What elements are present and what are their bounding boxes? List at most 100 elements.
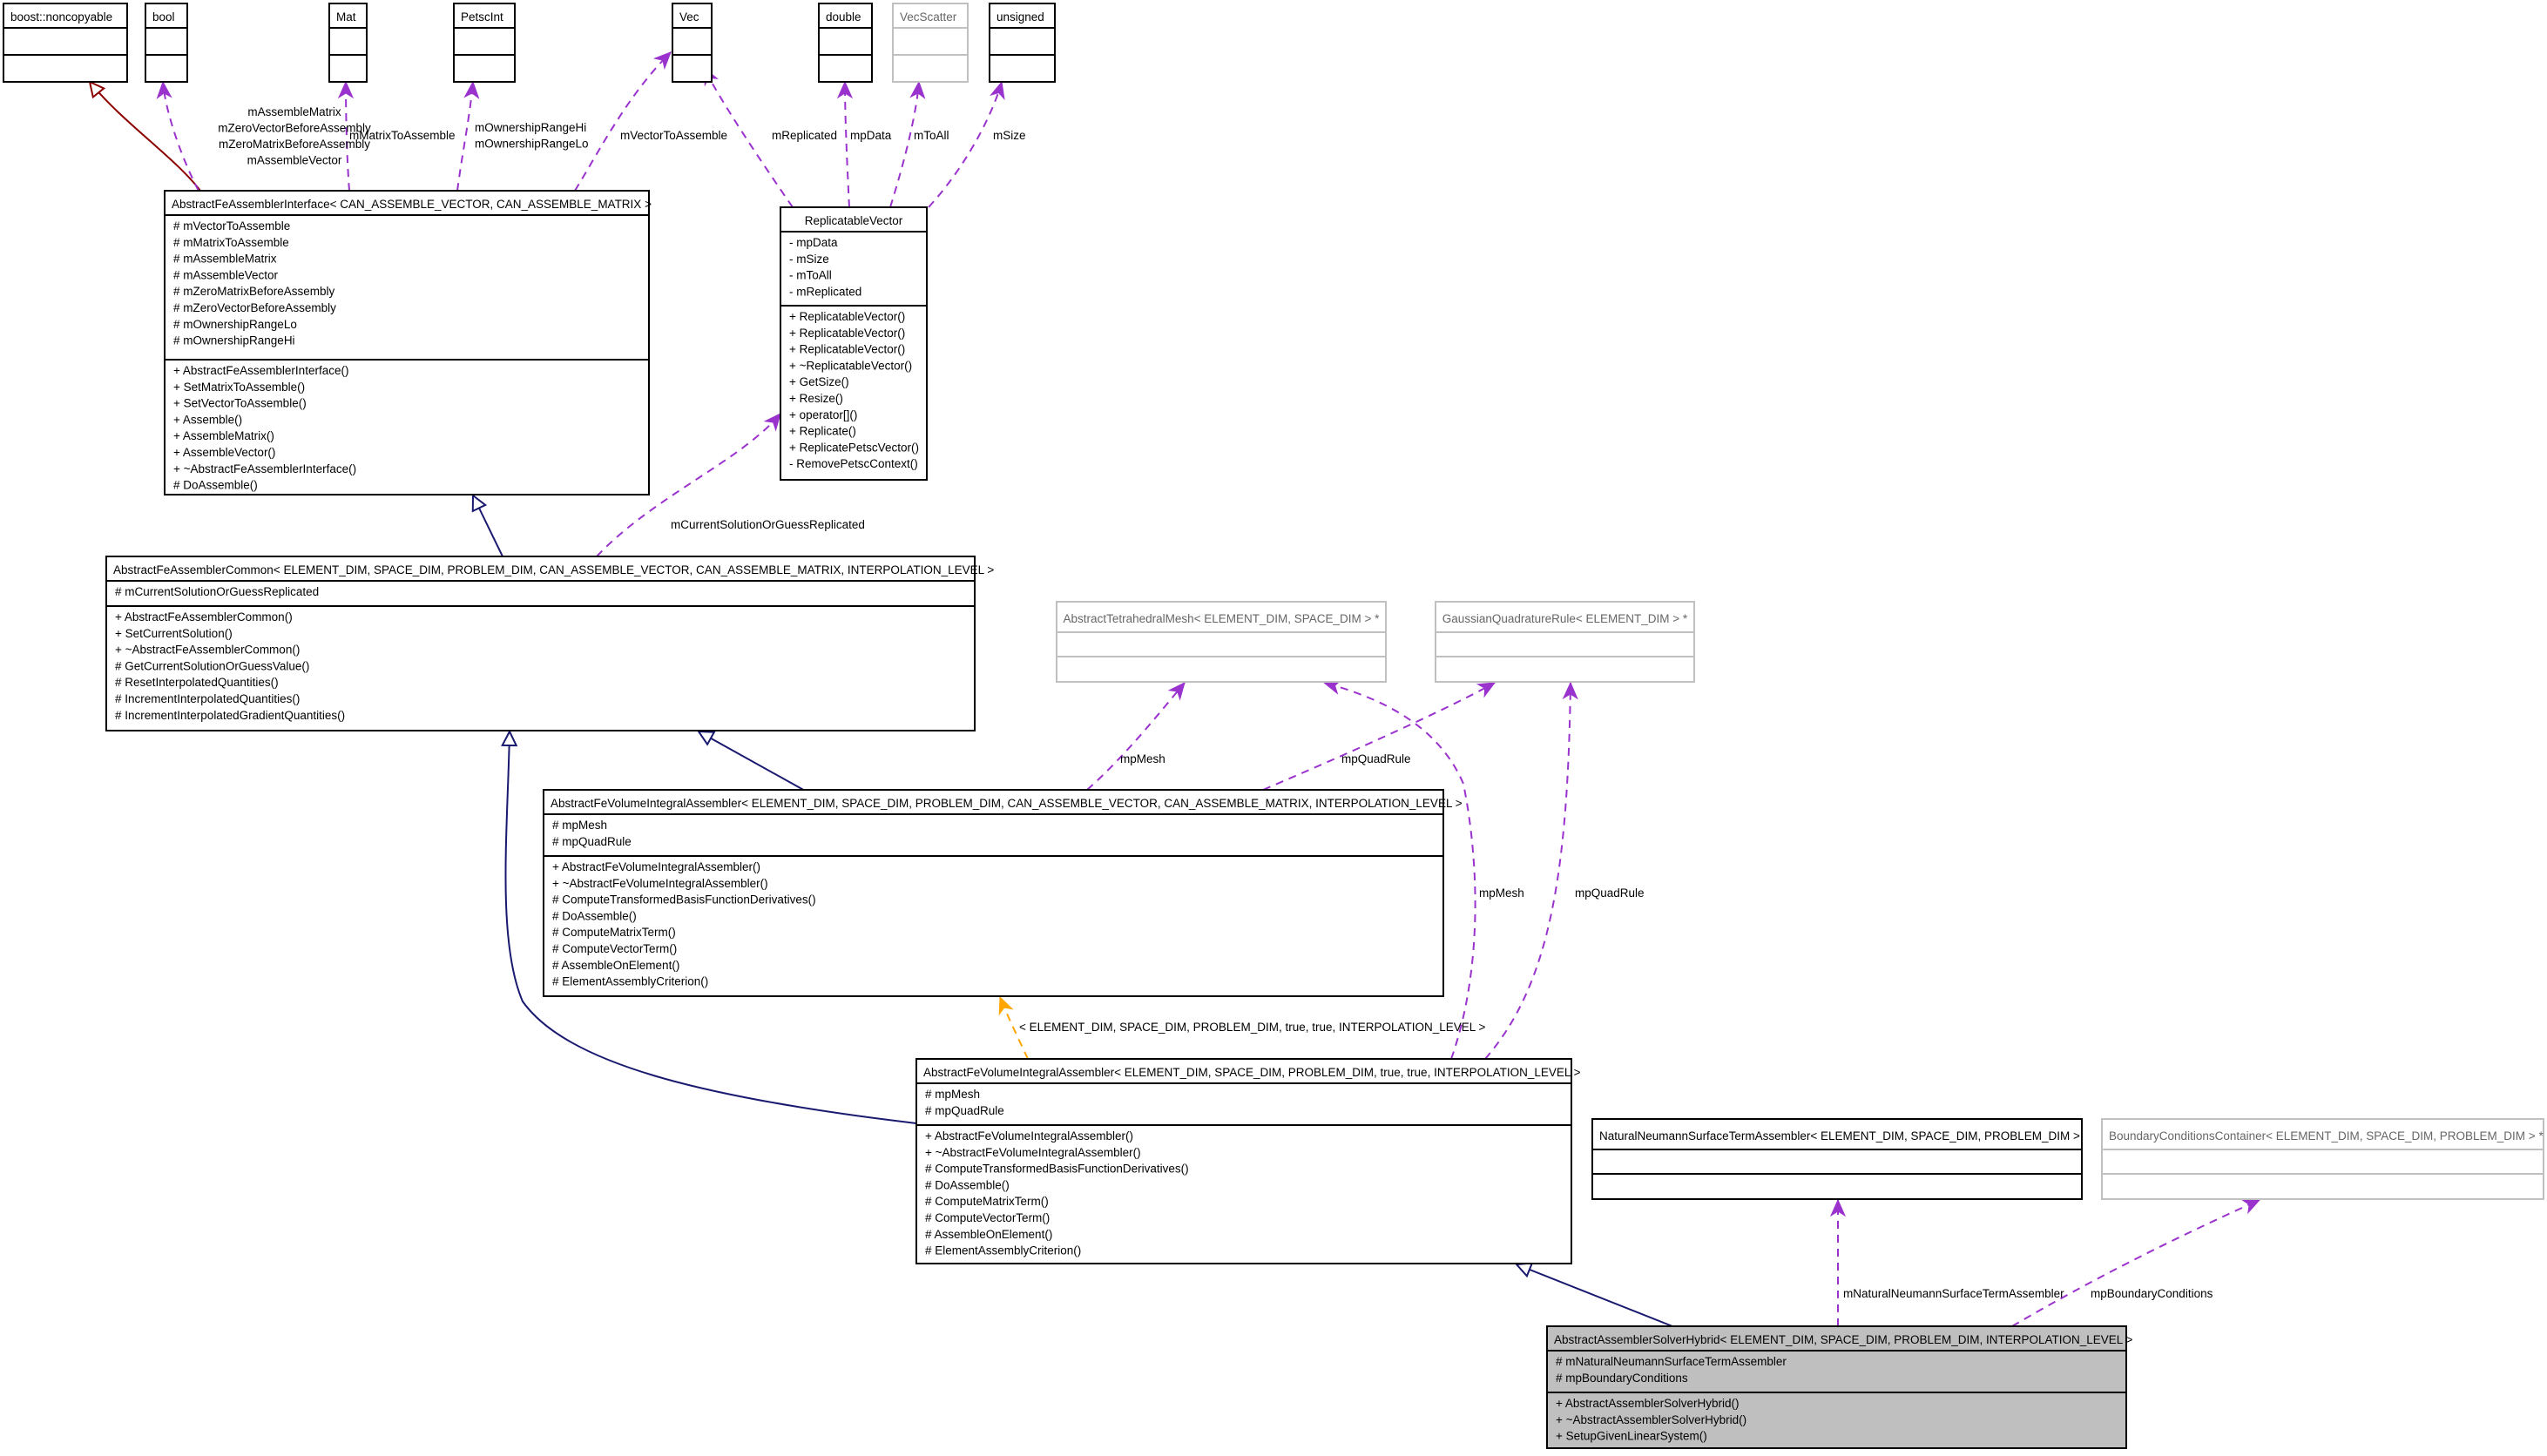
edge-label-interface-vec: mVectorToAssemble [620, 129, 727, 142]
edge-label-inst-mesh: mpMesh [1479, 886, 1524, 900]
class-attribute: # mpQuadRule [925, 1104, 1004, 1117]
edge-label-hybrid-bcc: mpBoundaryConditions [2091, 1287, 2213, 1300]
class-box-frame [2101, 1118, 2544, 1200]
class-method: + operator[]() [789, 408, 857, 421]
use-inst-quad [1484, 681, 1578, 1060]
class-method: + Replicate() [789, 425, 856, 438]
class-box-bcc[interactable]: BoundaryConditionsContainer< ELEMENT_DIM… [2101, 1118, 2544, 1200]
class-box-common[interactable]: AbstractFeAssemblerCommon< ELEMENT_DIM, … [105, 556, 994, 731]
class-box-frame [780, 206, 928, 481]
class-box-hybrid[interactable]: AbstractAssemblerSolverHybrid< ELEMENT_D… [1546, 1325, 2133, 1449]
class-method: + ReplicatePetscVector() [789, 441, 919, 454]
edge-label: mCurrentSolutionOrGuessReplicated [671, 518, 865, 531]
class-box-frame [1056, 601, 1387, 683]
class-method: # AssembleOnElement() [552, 959, 679, 972]
class-box-vec[interactable]: Vec [672, 3, 713, 83]
class-method: # DoAssemble() [173, 479, 258, 492]
class-method: # ElementAssemblyCriterion() [552, 975, 708, 988]
class-name: VecScatter [900, 10, 957, 24]
class-box-frame [105, 556, 976, 731]
inherit-volume-common [699, 731, 807, 792]
class-box-replicable[interactable]: ReplicatableVector- mpData- mSize- mToAl… [780, 206, 928, 481]
class-attribute: # mMatrixToAssemble [173, 236, 289, 249]
edge-label: mMatrixToAssemble [349, 129, 456, 142]
class-box-unsigned[interactable]: unsigned [989, 3, 1056, 83]
edge-label: mZeroMatrixBeforeAssembly [219, 138, 370, 151]
edge-label: mNaturalNeumannSurfaceTermAssembler [1843, 1287, 2064, 1300]
class-box-neumann[interactable]: NaturalNeumannSurfaceTermAssembler< ELEM… [1591, 1118, 2083, 1200]
edge-label: mVectorToAssemble [620, 129, 727, 142]
class-method: + ~AbstractFeVolumeIntegralAssembler() [552, 877, 768, 890]
template-inst-volume [998, 995, 1029, 1060]
use-replicable-vec [703, 66, 794, 208]
edge-label: mpQuadRule [1341, 752, 1411, 765]
use-interface-mat [337, 80, 355, 192]
class-box-volume-inst[interactable]: AbstractFeVolumeIntegralAssembler< ELEME… [915, 1058, 1581, 1264]
class-box-frame [543, 789, 1444, 997]
edge-label-common-replicable: mCurrentSolutionOrGuessReplicated [671, 518, 865, 531]
use-interface-vec [574, 51, 672, 192]
class-method: + SetupGivenLinearSystem() [1556, 1430, 1707, 1443]
edge-label: mOwnershipRangeHi [475, 121, 586, 134]
class-name: Vec [679, 10, 699, 24]
class-name: bool [152, 10, 175, 24]
edge-label: mZeroVectorBeforeAssembly [218, 122, 371, 135]
class-box-frame [3, 3, 128, 83]
class-method: + GetSize() [789, 375, 849, 388]
class-attribute: # mNaturalNeumannSurfaceTermAssembler [1556, 1355, 1787, 1368]
class-box-noncopyable[interactable]: boost::noncopyable [3, 3, 128, 83]
class-box-frame [328, 3, 368, 83]
class-method: + Resize() [789, 392, 843, 405]
class-method: + AbstractFeVolumeIntegralAssembler() [925, 1129, 1133, 1143]
class-attribute: # mVectorToAssemble [173, 219, 290, 233]
class-method: + AbstractFeAssemblerCommon() [115, 610, 293, 624]
use-replicable-vecscatter [889, 80, 926, 208]
class-attribute: # mCurrentSolutionOrGuessReplicated [115, 585, 319, 598]
class-name: BoundaryConditionsContainer< ELEMENT_DIM… [2109, 1129, 2544, 1143]
class-method: + AssembleVector() [173, 446, 275, 459]
edge-label: mSize [993, 129, 1026, 142]
class-method: # ElementAssemblyCriterion() [925, 1244, 1081, 1257]
class-attribute: - mpData [789, 236, 838, 249]
class-box-petscint[interactable]: PetscInt [453, 3, 516, 83]
edge-label: mpData [850, 129, 892, 142]
class-method: + Assemble() [173, 413, 242, 426]
use-interface-bool [156, 80, 199, 192]
class-box-double[interactable]: double [818, 3, 873, 83]
class-name: AbstractFeVolumeIntegralAssembler< ELEME… [551, 797, 1463, 810]
class-box-frame [1435, 601, 1695, 683]
class-attribute: # mAssembleVector [173, 268, 279, 281]
class-box-frame [892, 3, 969, 83]
class-method: + ~AbstractAssemblerSolverHybrid() [1556, 1413, 1746, 1426]
class-method: # ComputeMatrixTerm() [552, 926, 676, 939]
class-method: + SetMatrixToAssemble() [173, 381, 305, 394]
class-box-quad[interactable]: GaussianQuadratureRule< ELEMENT_DIM > * [1435, 601, 1695, 683]
use-inst-mesh [1322, 679, 1476, 1060]
class-box-vecscatter[interactable]: VecScatter [892, 3, 969, 83]
class-box-volume[interactable]: AbstractFeVolumeIntegralAssembler< ELEME… [543, 789, 1463, 997]
class-name: AbstractTetrahedralMesh< ELEMENT_DIM, SP… [1064, 612, 1381, 625]
class-method: # ComputeVectorTerm() [925, 1211, 1050, 1224]
class-method: + ~ReplicatableVector() [789, 359, 912, 372]
class-name: PetscInt [461, 10, 503, 24]
class-box-bool[interactable]: bool [145, 3, 188, 83]
class-box-interface[interactable]: AbstractFeAssemblerInterface< CAN_ASSEMB… [164, 190, 652, 495]
edge-label: mpBoundaryConditions [2091, 1287, 2213, 1300]
edge-label: mAssembleMatrix [247, 105, 341, 118]
edge-label-hybrid-neumann: mNaturalNeumannSurfaceTermAssembler [1843, 1287, 2064, 1300]
edge-label-replicable-unsigned: mSize [993, 129, 1026, 142]
class-method: + ReplicatableVector() [789, 343, 905, 356]
edge-label-replicable-vec: mReplicated [772, 129, 837, 142]
inherit-interface-noncopyable [90, 82, 201, 192]
class-name: NaturalNeumannSurfaceTermAssembler< ELEM… [1599, 1129, 2080, 1143]
class-box-mat[interactable]: Mat [328, 3, 368, 83]
edge-label-replicable-double: mpData [850, 129, 892, 142]
edge-label: mpMesh [1479, 886, 1524, 900]
class-method: # ComputeMatrixTerm() [925, 1195, 1049, 1208]
class-method: + ~AbstractFeVolumeIntegralAssembler() [925, 1146, 1141, 1159]
edge-label-interface-mat: mMatrixToAssemble [349, 129, 456, 142]
edge-label: mpMesh [1120, 752, 1165, 765]
class-box-mesh[interactable]: AbstractTetrahedralMesh< ELEMENT_DIM, SP… [1056, 601, 1387, 683]
class-attribute: # mpMesh [925, 1088, 980, 1101]
